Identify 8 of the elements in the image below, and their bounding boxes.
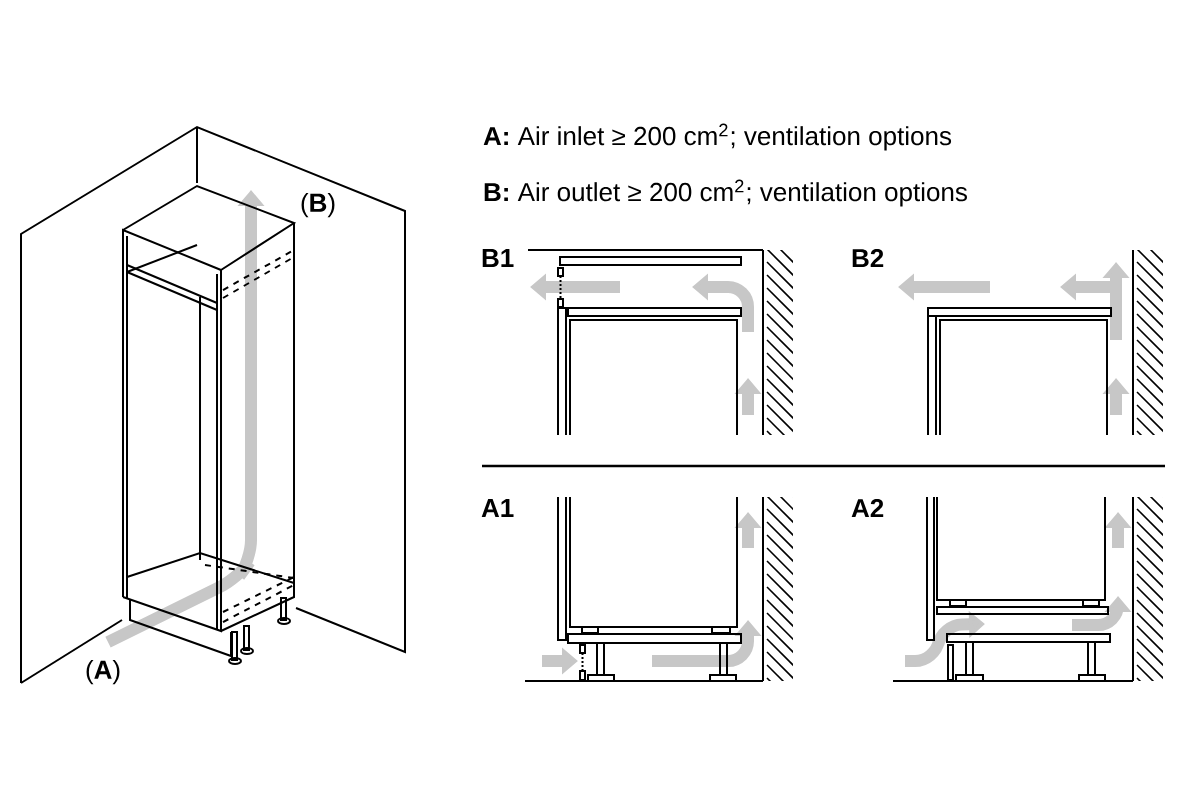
callout-label: (A) <box>86 659 120 685</box>
key-text: B: Air outlet ≥ 200 cm$^{2}$; ventilation options <box>484 179 967 207</box>
panel-label: A2 <box>851 498 884 518</box>
key-text: A: Air inlet ≥ 200 cm$^{2}$; ventilation options <box>483 123 952 151</box>
panel-label: B2 <box>852 248 884 268</box>
callout-label: (B) <box>301 192 335 218</box>
panel-label: A1 <box>481 499 514 517</box>
panel-label: B1 <box>482 249 514 267</box>
